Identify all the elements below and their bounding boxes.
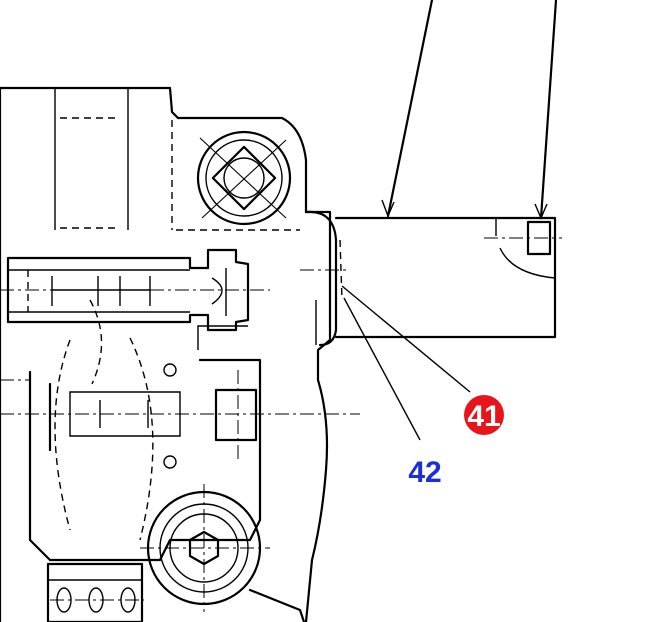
leader-lines (341, 0, 558, 441)
valve-housing (0, 86, 338, 622)
callout-41-badge (464, 395, 504, 435)
cylinder-body (300, 216, 562, 339)
spool-assembly (0, 248, 270, 332)
hex-bolt-bottom (140, 484, 306, 622)
callout-42: 42 (408, 456, 441, 489)
bottom-fittings (0, 379, 144, 622)
callout-41: 41 (464, 395, 504, 435)
hex-bolt-top (196, 130, 292, 226)
cross-bore (0, 299, 360, 562)
callout-41-label: 41 (467, 400, 500, 433)
callout-42-label: 42 (408, 456, 441, 489)
